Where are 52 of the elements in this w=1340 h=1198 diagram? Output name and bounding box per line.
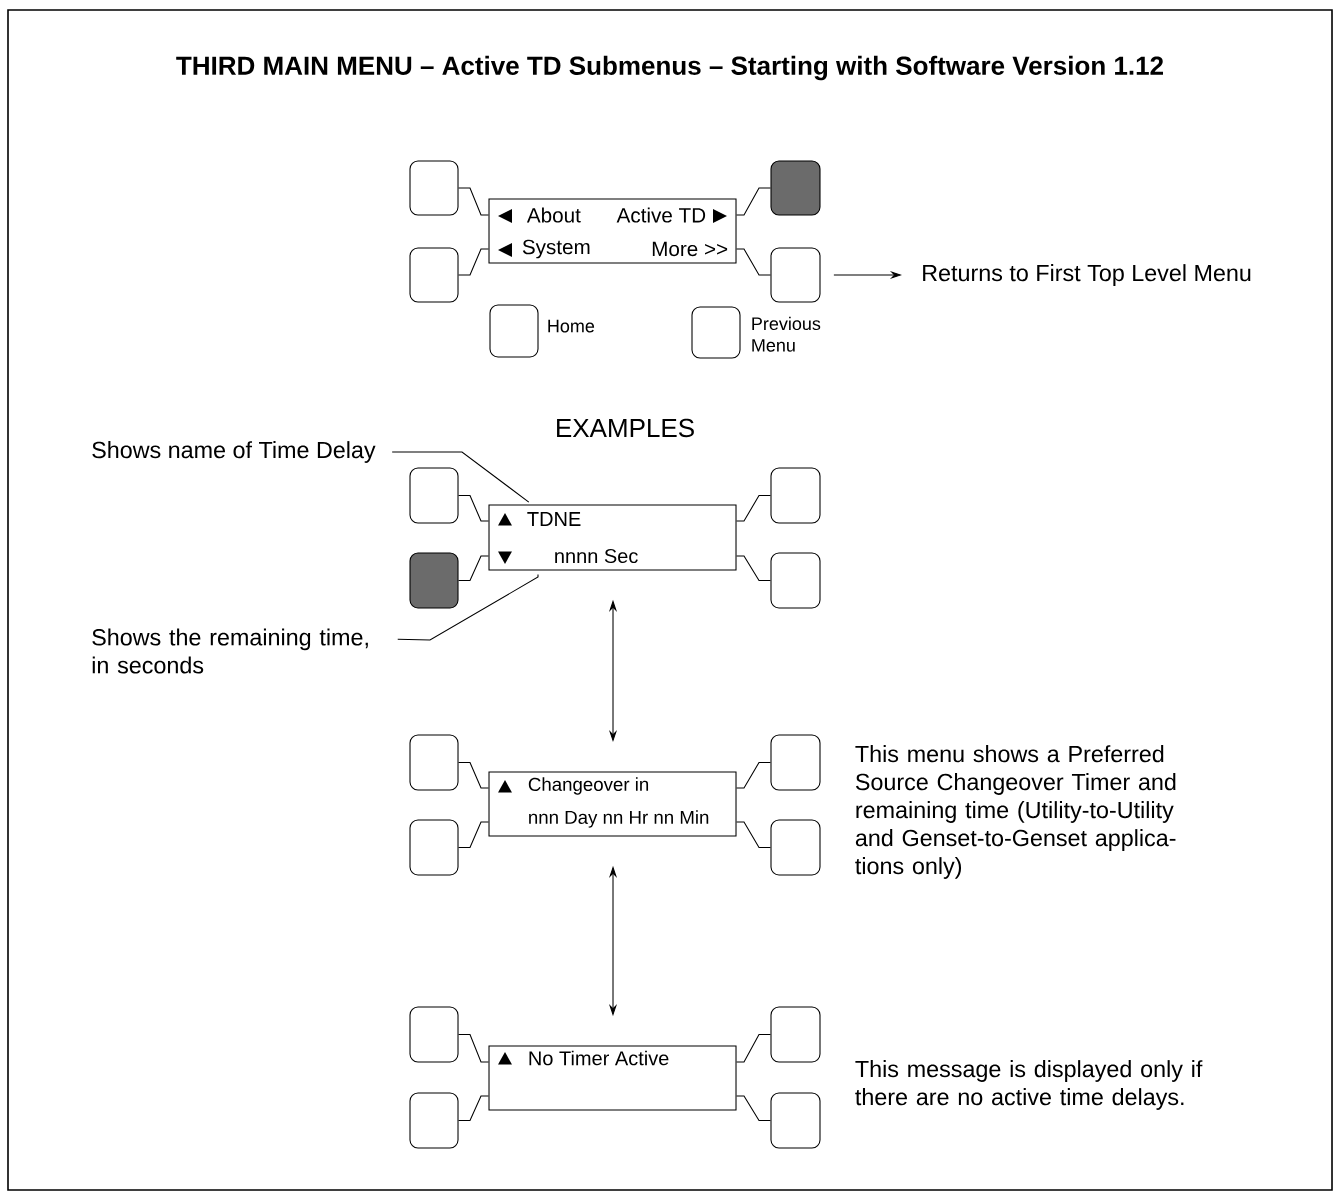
push-button xyxy=(409,1092,459,1149)
connector-line xyxy=(458,1033,489,1063)
connector-line xyxy=(736,187,771,216)
push-button xyxy=(409,1006,459,1063)
connector-line xyxy=(458,1095,489,1122)
connector-line xyxy=(736,555,771,582)
push-button xyxy=(409,734,459,791)
push-button xyxy=(770,1092,821,1149)
connector-line xyxy=(736,494,771,522)
note-text: This message is displayed only if there are no active time delays. xyxy=(855,1060,1203,1110)
push-button xyxy=(409,160,459,216)
display-text: No Timer Active xyxy=(529,1050,669,1066)
button-label: Home xyxy=(548,319,595,333)
display-text: More >> xyxy=(652,241,728,257)
display-text: nnnn Sec xyxy=(555,548,638,564)
display-text: Changeover in xyxy=(528,777,649,795)
push-button xyxy=(770,247,821,303)
connector-line xyxy=(458,494,489,522)
connector-line xyxy=(736,1095,771,1122)
connector-line xyxy=(458,187,489,216)
connector-line xyxy=(458,761,489,789)
display-text: About xyxy=(526,207,581,223)
connector-line xyxy=(736,1033,771,1063)
connector-line xyxy=(736,248,771,276)
connector-line xyxy=(458,821,489,849)
display-text: Active TD xyxy=(616,207,706,223)
leader-line xyxy=(397,574,539,641)
annotation-text: Shows the remaining time, in seconds xyxy=(92,628,368,674)
display-text: System xyxy=(522,239,590,259)
display-text: nnn Day nn Hr nn Min xyxy=(529,810,709,828)
section-heading: EXAMPLES xyxy=(557,418,694,438)
connector-line xyxy=(458,555,489,582)
connector-line xyxy=(736,761,771,789)
push-button xyxy=(409,819,459,876)
push-button xyxy=(770,734,821,791)
title: THIRD MAIN MENU – Active TD Submenus – Starting with Software Version 1.12 xyxy=(176,55,1163,81)
leader-line xyxy=(391,451,530,503)
push-button xyxy=(770,1006,821,1063)
pressed-button xyxy=(770,160,821,216)
note-text: This menu shows a Preferred Source Changeover Timer and remaining time (Utility-to-Utility and Genset-to-Genset applica- tions only) xyxy=(855,745,1176,879)
connector-line xyxy=(458,248,489,276)
push-button xyxy=(409,247,459,303)
push-button xyxy=(770,552,821,609)
annotation-text: Shows name of Time Delay xyxy=(92,441,376,463)
push-button xyxy=(770,819,821,876)
connector-line xyxy=(736,821,771,849)
push-button xyxy=(409,467,459,524)
push-button xyxy=(770,467,821,524)
pressed-button xyxy=(409,552,459,609)
display-text: TDNE xyxy=(527,512,581,526)
button-label: Previous Menu xyxy=(752,316,821,352)
annotation-text: Returns to First Top Level Menu xyxy=(923,264,1251,286)
